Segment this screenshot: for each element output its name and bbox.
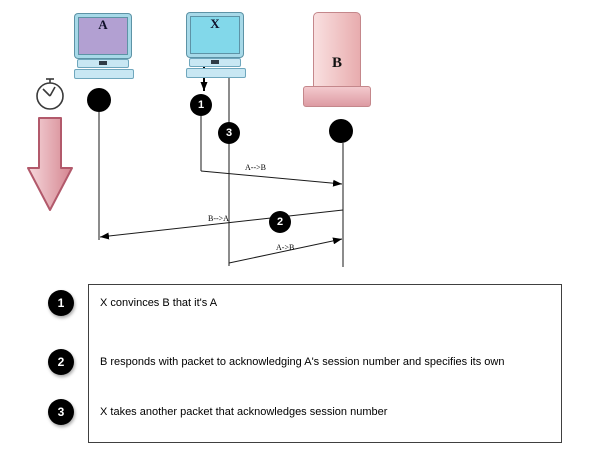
computer-a-base — [74, 69, 134, 79]
legend-marker-1: 1 — [48, 290, 74, 316]
server-b-icon: B — [303, 12, 371, 107]
timeline-dot-b — [329, 119, 353, 143]
message-arrow-3 — [228, 237, 343, 264]
time-arrow-icon — [27, 117, 73, 211]
timeline-dot-a — [87, 88, 111, 112]
computer-x-icon: X — [186, 13, 246, 78]
entity-a-label: A — [98, 17, 108, 32]
legend-marker-2-number: 2 — [57, 355, 65, 369]
server-b-tower: B — [313, 12, 361, 92]
clock-icon — [36, 78, 64, 110]
legend-item-3-text: X takes another packet that acknowledges… — [100, 406, 388, 418]
legend-marker-2: 2 — [48, 349, 74, 375]
step-marker-2-number: 2 — [276, 216, 284, 228]
legend-marker-1-number: 1 — [57, 296, 65, 310]
computer-a-icon: A — [74, 14, 134, 79]
step-marker-1-number: 1 — [197, 99, 205, 111]
legend-item-1-text: X convinces B that it's A — [100, 297, 218, 309]
legend-item-2-text: B responds with packet to acknowledging … — [100, 356, 505, 368]
computer-x-monitor: X — [187, 13, 243, 57]
legend-marker-3: 3 — [48, 399, 74, 425]
message-arrow-1 — [200, 170, 343, 187]
step-marker-3-number: 3 — [225, 127, 233, 139]
computer-x-keyboard-detail — [211, 60, 219, 64]
computer-a-keyboard-detail — [99, 61, 107, 65]
entity-x-label: X — [210, 16, 220, 31]
server-b-pedestal — [303, 86, 371, 107]
step-marker-3: 3 — [218, 122, 240, 144]
computer-x-keyboard — [189, 58, 241, 67]
legend-box — [88, 284, 562, 443]
message-arrow-1-label: A-->B — [245, 163, 266, 172]
entity-b-label: B — [331, 55, 342, 71]
legend-marker-3-number: 3 — [57, 405, 65, 419]
computer-x-base — [186, 68, 246, 78]
message-arrow-3-label: A->B — [276, 243, 294, 252]
message-arrow-2 — [99, 209, 344, 240]
message-arrow-2-label: B-->A — [208, 214, 229, 223]
step-marker-2: 2 — [269, 211, 291, 233]
computer-a-monitor: A — [75, 14, 131, 58]
step-marker-1: 1 — [190, 94, 212, 116]
computer-a-keyboard — [77, 59, 129, 68]
